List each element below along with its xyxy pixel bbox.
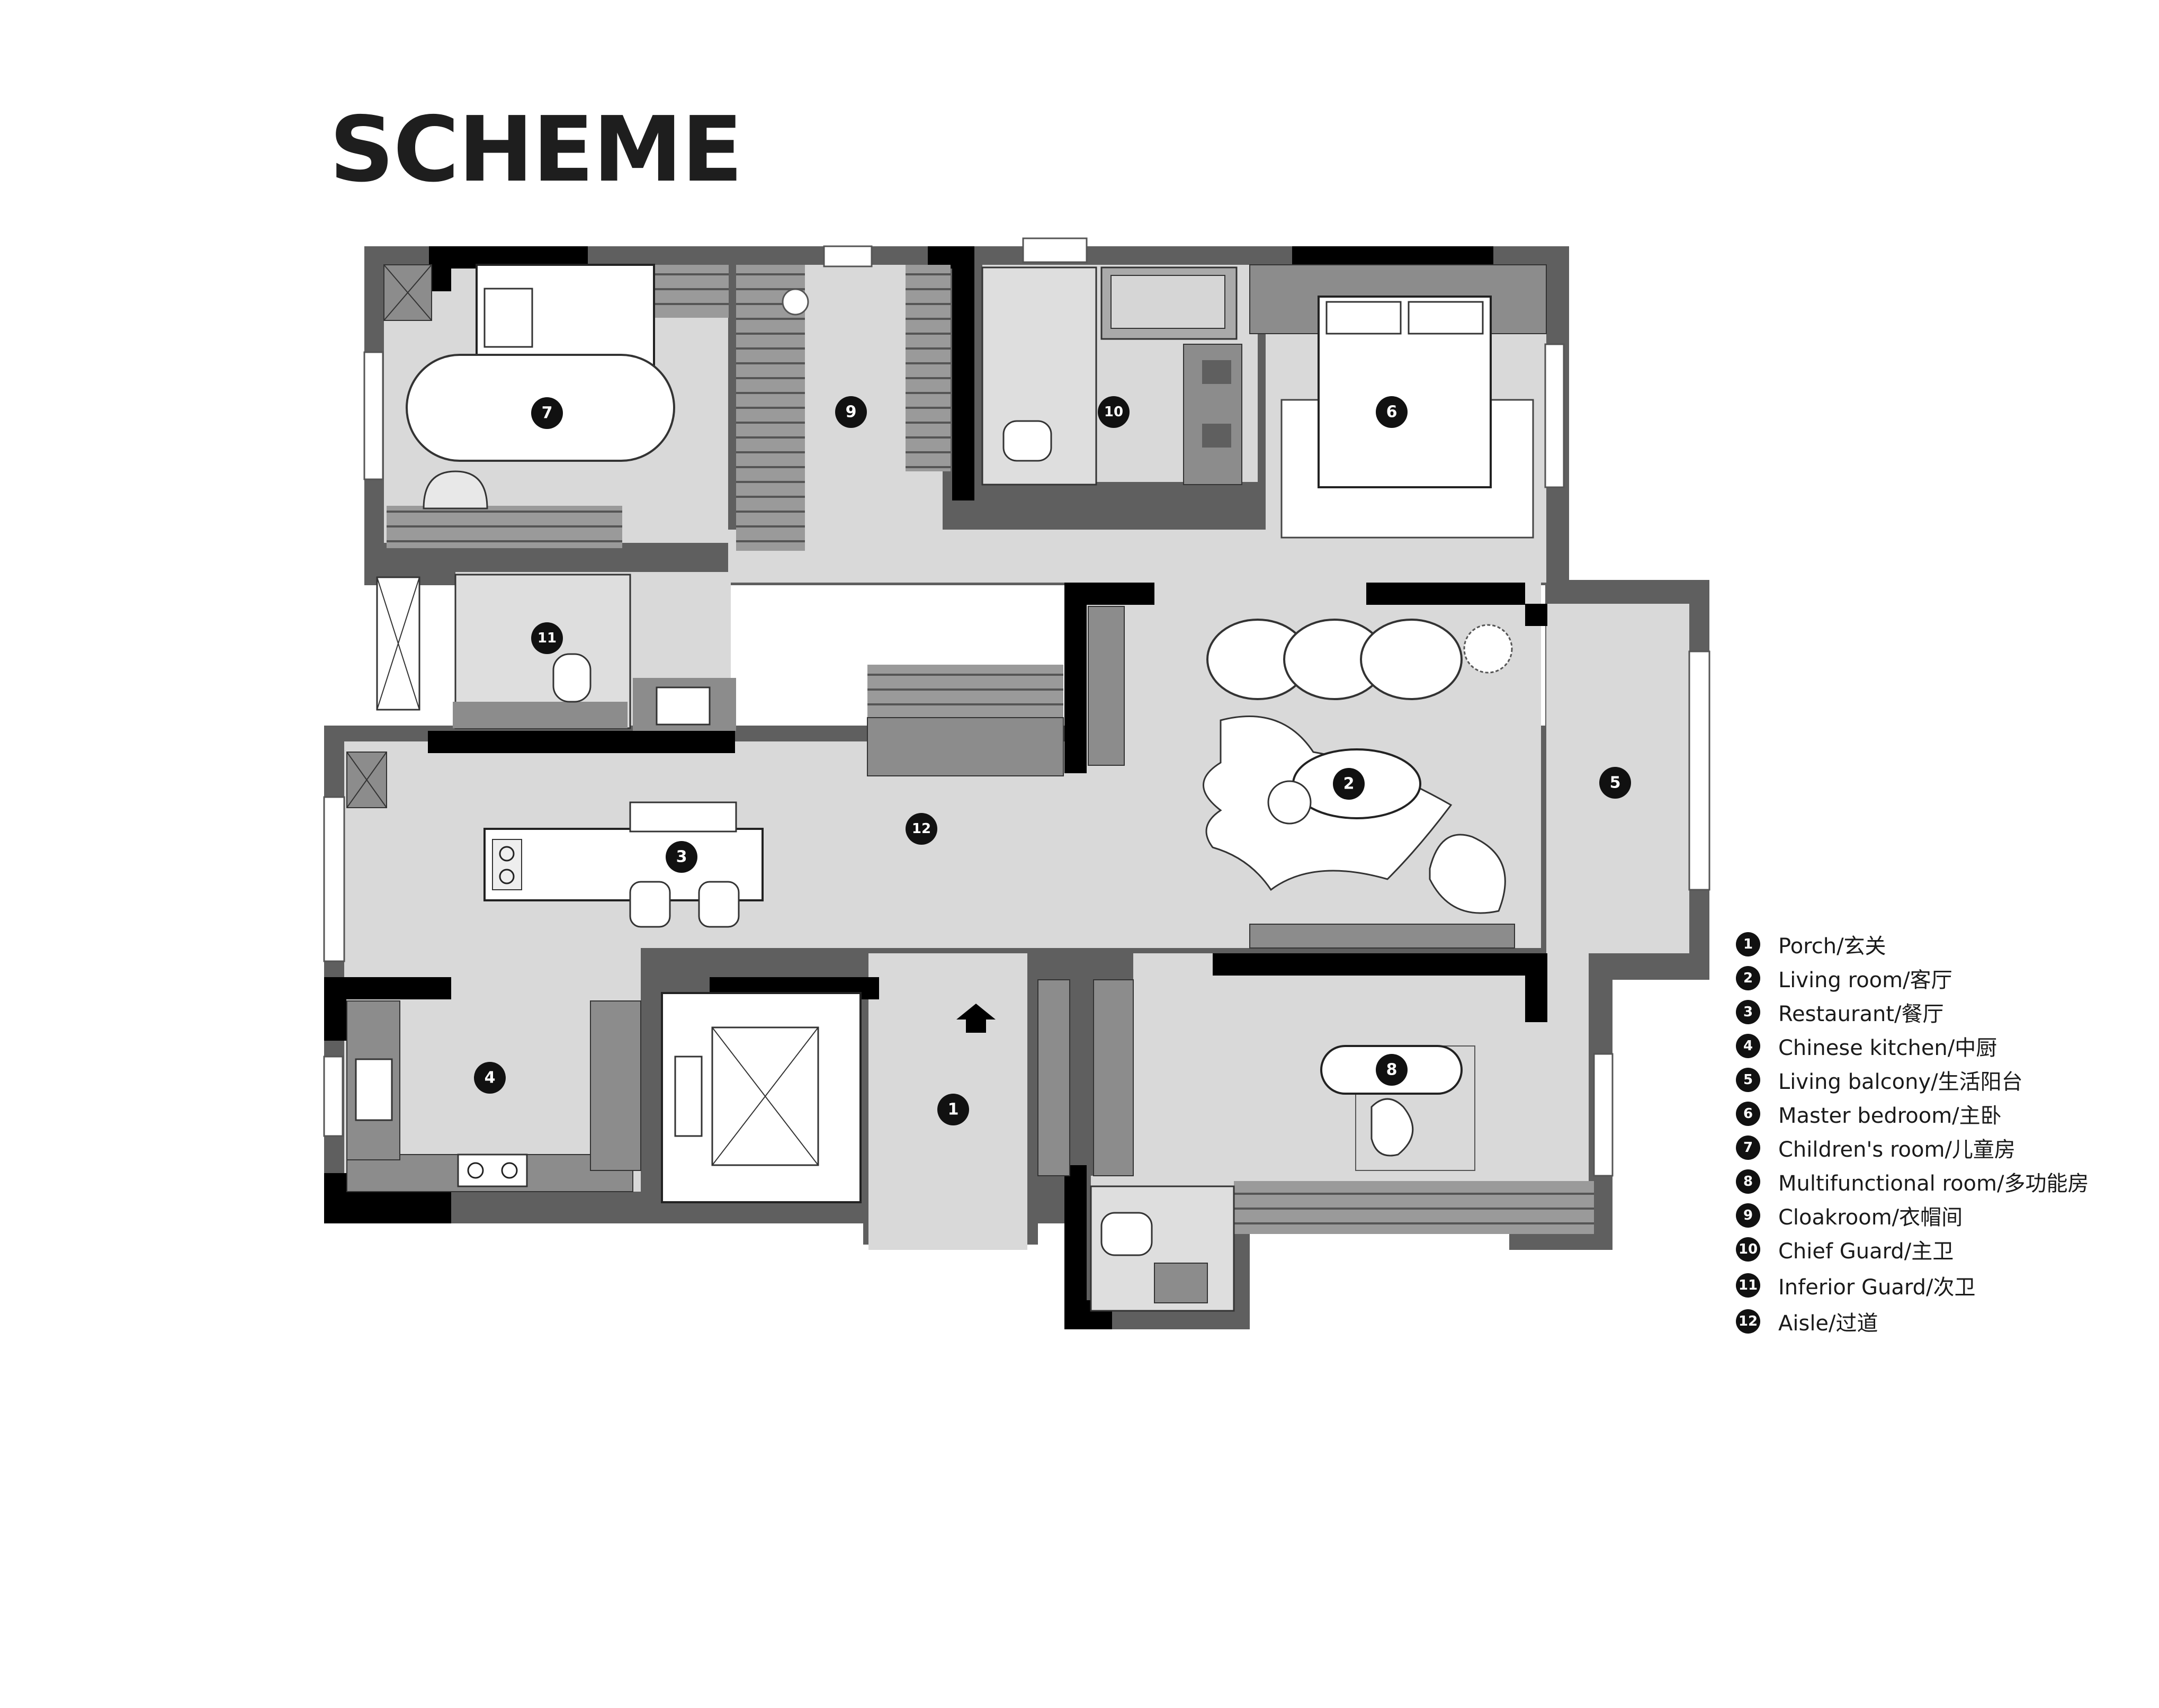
legend-number: 6: [1736, 1102, 1760, 1126]
legend-item: 4 Chinese kitchen/中厨: [1736, 1031, 1997, 1061]
legend-number: 12: [1736, 1309, 1760, 1334]
legend-number: 5: [1736, 1068, 1760, 1092]
legend-label: Living room/客厅: [1778, 968, 1952, 992]
structural-columns: [324, 246, 1547, 1329]
legend-item: 9 Cloakroom/衣帽间: [1736, 1201, 1963, 1230]
svg-text:3: 3: [676, 848, 687, 866]
dining-kitchen-furniture: [355, 801, 764, 1187]
svg-text:9: 9: [846, 403, 857, 422]
master-bedroom-furniture: [1280, 296, 1534, 539]
legend-label: Restaurant/餐厅: [1778, 1002, 1944, 1026]
legend-number: 1: [1736, 932, 1760, 956]
legend-label: Chief Guard/主卫: [1778, 1239, 1954, 1264]
svg-text:1: 1: [948, 1101, 959, 1119]
svg-text:11: 11: [537, 630, 557, 646]
svg-text:2: 2: [1343, 775, 1355, 793]
legend-item: 11 Inferior Guard/次卫: [1736, 1271, 1976, 1300]
legend-item: 1 Porch/玄关: [1736, 929, 1886, 959]
legend-label: Aisle/过道: [1778, 1311, 1878, 1336]
svg-text:6: 6: [1386, 403, 1397, 422]
windows: [323, 237, 1710, 1177]
cabinetry: [346, 264, 1594, 1234]
legend-item: 12 Aisle/过道: [1736, 1307, 1878, 1336]
legend-number: 2: [1736, 966, 1760, 990]
legend-item: 2 Living room/客厅: [1736, 963, 1952, 993]
legend-number: 7: [1736, 1135, 1760, 1160]
page-title: SCHEME: [329, 97, 743, 202]
legend-item: 10 Chief Guard/主卫: [1736, 1235, 1954, 1264]
svg-text:5: 5: [1610, 774, 1621, 792]
legend-label: Children's room/儿童房: [1778, 1138, 2015, 1162]
legend-number: 4: [1736, 1034, 1760, 1058]
legend-number: 8: [1736, 1169, 1760, 1194]
legend-item: 5 Living balcony/生活阳台: [1736, 1065, 2023, 1095]
room-number-badges: [474, 396, 1631, 1125]
legend-item: 8 Multifunctional room/多功能房: [1736, 1167, 2089, 1196]
entry-arrow-icon: [956, 1004, 996, 1033]
legend-item: 7 Children's room/儿童房: [1736, 1133, 2015, 1162]
legend-label: Cloakroom/衣帽间: [1778, 1205, 1963, 1230]
legend-item: 6 Master bedroom/主卧: [1736, 1099, 2002, 1129]
legend-number: 9: [1736, 1203, 1760, 1228]
legend-label: Living balcony/生活阳台: [1778, 1070, 2023, 1094]
legend-label: Multifunctional room/多功能房: [1778, 1172, 2089, 1196]
bathroom-fixtures: [453, 266, 1242, 1312]
svg-text:4: 4: [485, 1069, 496, 1087]
svg-text:10: 10: [1104, 404, 1123, 420]
legend-number: 3: [1736, 1000, 1760, 1024]
svg-text:8: 8: [1386, 1061, 1397, 1079]
living-room-furniture: [1203, 619, 1513, 914]
legend-label: Porch/玄关: [1778, 934, 1886, 959]
legend-label: Chinese kitchen/中厨: [1778, 1036, 1997, 1060]
elevator-shaft: [661, 992, 862, 1203]
svg-text:7: 7: [542, 404, 553, 423]
legend-item: 3 Restaurant/餐厅: [1736, 997, 1943, 1027]
legend-label: Master bedroom/主卧: [1778, 1104, 2002, 1128]
room-number-labels: 1 2 3 4 5 6 7 8 9 10 11 12: [485, 403, 1621, 1119]
legend-number: 10: [1736, 1237, 1760, 1262]
svg-text:12: 12: [912, 821, 931, 837]
legend-number: 11: [1736, 1273, 1760, 1298]
legend-label: Inferior Guard/次卫: [1778, 1275, 1976, 1300]
